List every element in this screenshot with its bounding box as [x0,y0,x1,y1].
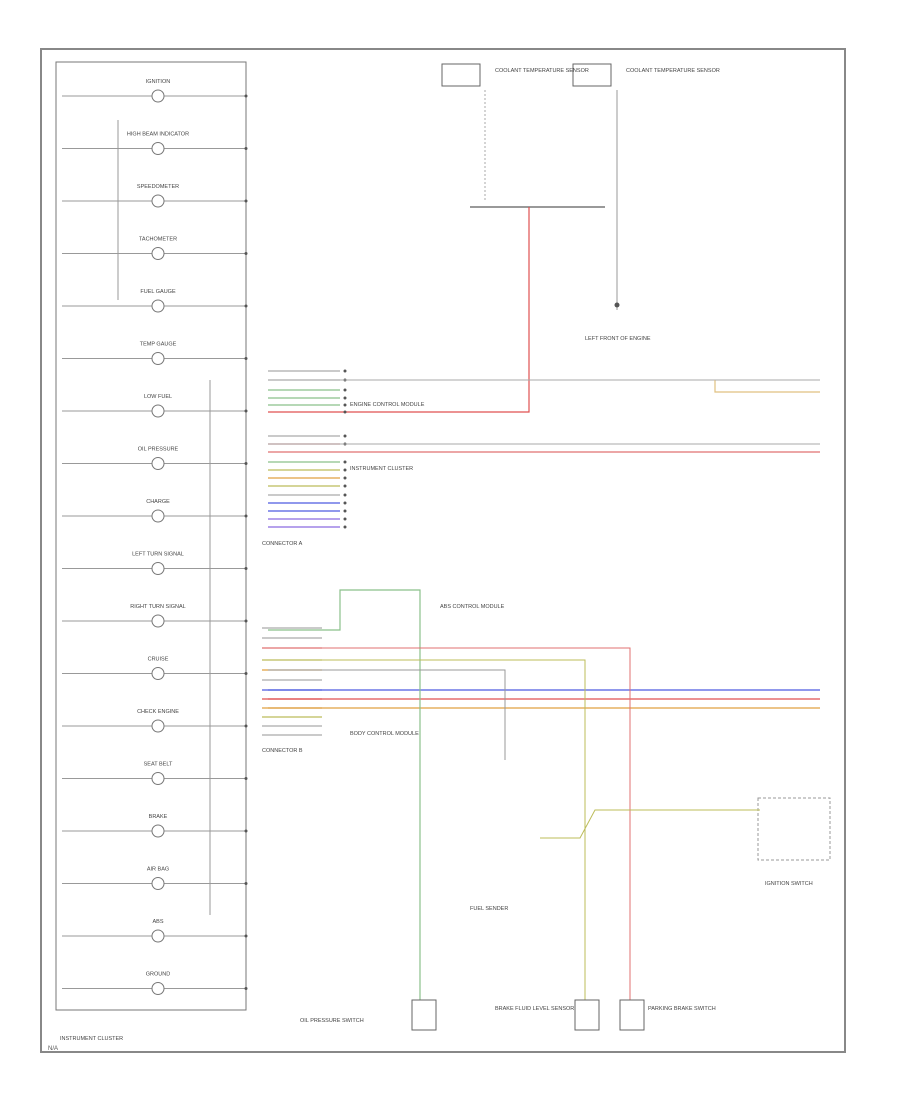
cluster-pin [244,199,248,203]
cluster-item-label: LEFT TURN SIGNAL [132,552,184,558]
connector-terminal [343,493,347,497]
coolant-sensor-1 [441,63,481,87]
lamp-icon [151,719,165,733]
cluster-pin [244,777,248,780]
bottom-label-2: BRAKE FLUID LEVEL SENSOR [495,1006,574,1012]
cluster-item-label: CHECK ENGINE [137,709,179,715]
lamp-icon [151,982,165,995]
cluster-item-label: TACHOMETER [139,237,177,243]
connector-a-label: CONNECTOR A [262,541,303,547]
connector-terminal [343,476,347,480]
lamp-icon [151,457,165,470]
cluster-pin [244,672,248,675]
cluster-item-label: CRUISE [148,657,169,663]
connector-terminal [343,410,347,414]
lamp-icon [151,667,165,680]
cluster-item-label: RIGHT TURN SIGNAL [130,604,185,610]
top-label-2: COOLANT TEMPERATURE SENSOR [626,68,720,74]
connector-terminal [343,509,347,513]
lamp-icon [151,352,165,365]
cluster-pin [244,147,248,150]
cluster-pin [244,724,248,728]
lamp-icon [151,509,165,523]
cluster-item-label: AIR BAG [147,867,169,873]
ground-label: LEFT FRONT OF ENGINE [585,336,651,342]
cluster-item-label: ABS [152,919,163,925]
cluster-item-label: IGNITION [146,79,170,85]
connector-terminal [343,525,347,529]
instrument-cluster-box [55,61,247,1011]
lamp-icon [151,614,165,628]
cluster-pin [244,357,248,360]
cluster-item-label: HIGH BEAM INDICATOR [127,132,189,138]
cluster-item-label: SPEEDOMETER [137,184,179,190]
lamp-icon [151,877,165,890]
cluster-item-label: BRAKE [149,814,168,820]
wire-note-2: INSTRUMENT CLUSTER [350,466,413,472]
connector-terminal [343,484,347,488]
ignition-switch-label: IGNITION SWITCH [765,881,813,887]
lamp-icon [151,929,165,943]
lamp-icon [151,404,165,418]
cluster-pin [244,567,248,570]
cluster-pin [244,934,248,938]
cluster-pin [244,829,248,833]
lamp-icon [151,824,165,838]
connector-terminal [343,403,347,407]
diagram-frame [40,48,846,1053]
cluster-item-label: TEMP GAUGE [140,342,177,348]
cluster-item-label: CHARGE [146,499,170,505]
cluster-pin [244,94,248,98]
lamp-icon [151,562,165,575]
coolant-sensor-2 [572,63,612,87]
brake-fluid-sensor [574,999,600,1031]
ignition-switch-box [757,797,831,861]
cluster-item-label: LOW FUEL [144,394,172,400]
wire-note-3: ABS CONTROL MODULE [440,604,505,610]
lamp-icon [151,299,165,313]
cluster-label: INSTRUMENT CLUSTER [60,1036,123,1042]
connector-terminal [343,517,347,521]
bottom-label-3: PARKING BRAKE SWITCH [648,1006,716,1012]
connector-terminal [343,396,347,400]
cluster-item-label: OIL PRESSURE [138,447,179,453]
lamp-icon [151,142,165,155]
connector-b-label: CONNECTOR B [262,748,303,754]
bottom-label-4: FUEL SENDER [470,906,508,912]
connector-terminal [343,369,347,373]
bottom-label-1: OIL PRESSURE SWITCH [300,1018,364,1024]
connector-terminal [343,501,347,505]
cluster-pin [244,462,248,465]
cluster-item-label: FUEL GAUGE [140,289,176,295]
connector-terminal [343,468,347,472]
top-label-1: COOLANT TEMPERATURE SENSOR [495,68,589,74]
cluster-item-label: SEAT BELT [144,762,173,768]
footer-code: N/A [48,1046,59,1052]
lamp-icon [151,194,165,208]
cluster-item-label: GROUND [146,972,170,978]
cluster-pin [244,882,248,885]
connector-terminal [343,434,347,438]
lamp-icon [151,89,165,103]
cluster-pin [244,304,248,308]
wire-note-1: ENGINE CONTROL MODULE [350,402,425,408]
connector-terminal [343,460,347,464]
connector-terminal [343,388,347,392]
parking-brake-switch [619,999,645,1031]
lamp-icon [151,247,165,260]
cluster-pin [244,619,248,623]
cluster-pin [244,409,248,413]
wire-note-4: BODY CONTROL MODULE [350,731,419,737]
cluster-pin [244,252,248,255]
lamp-icon [151,772,165,785]
cluster-pin [244,514,248,518]
oil-pressure-switch [411,999,437,1031]
cluster-pin [244,987,248,990]
